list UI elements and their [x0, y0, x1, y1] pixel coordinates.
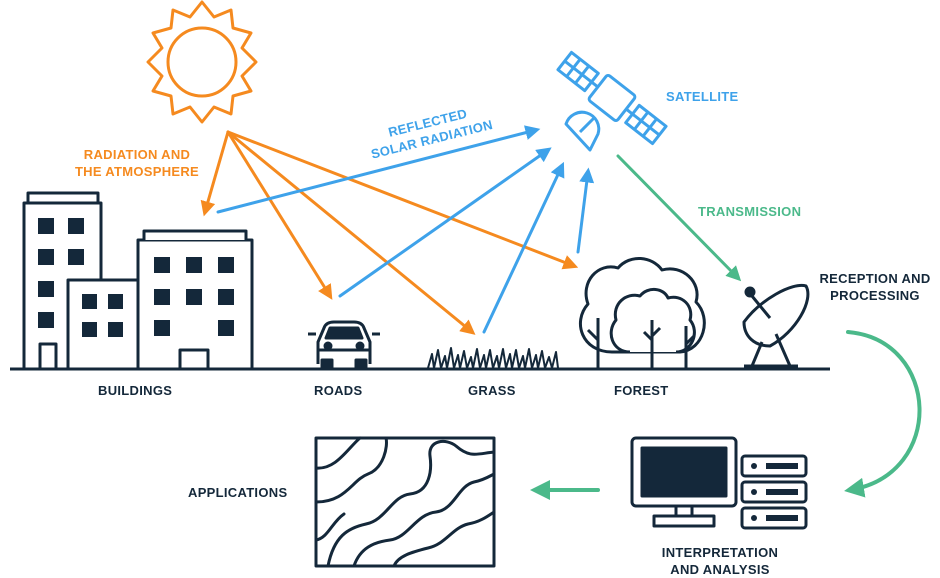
sun-icon	[146, 0, 258, 124]
reflected-arrow-buildings	[216, 125, 541, 214]
applications-label: APPLICATIONS	[188, 485, 288, 500]
computer-icon	[630, 436, 738, 528]
satellite-icon	[556, 50, 668, 152]
transmission-label: TRANSMISSION	[698, 204, 802, 219]
reception-label: RECEPTION AND PROCESSING	[819, 271, 931, 303]
forest-label: FOREST	[614, 383, 669, 398]
transmission-arrow	[616, 154, 742, 282]
radiation-arrow-forest	[226, 130, 579, 270]
map-icon	[314, 436, 496, 568]
satellite-dish-icon	[742, 283, 810, 368]
buildings-icon	[22, 191, 254, 371]
server-icon	[740, 454, 808, 530]
satellite-label: SATELLITE	[666, 89, 739, 104]
reflected-arrow-forest	[576, 167, 595, 254]
radiation-label: RADIATION AND THE ATMOSPHERE	[74, 147, 200, 179]
roads-label: ROADS	[314, 383, 363, 398]
buildings-label: BUILDINGS	[98, 383, 173, 398]
forest-icon	[578, 257, 706, 368]
reflected-arrows	[216, 125, 595, 334]
radiation-arrow-grass	[226, 130, 476, 335]
reflected-arrow-roads	[338, 147, 552, 298]
grass-label: GRASS	[468, 383, 516, 398]
radiation-arrows	[200, 130, 579, 335]
car-icon	[308, 320, 380, 370]
interpretation-label: INTERPRETATION AND ANALYSIS	[661, 545, 779, 577]
grass-icon	[427, 347, 559, 369]
radiation-arrow-roads	[226, 130, 333, 300]
processing-flow-arrow	[844, 330, 922, 498]
radiation-arrow-buildings	[200, 130, 230, 217]
reflected-arrow-grass	[482, 161, 565, 334]
